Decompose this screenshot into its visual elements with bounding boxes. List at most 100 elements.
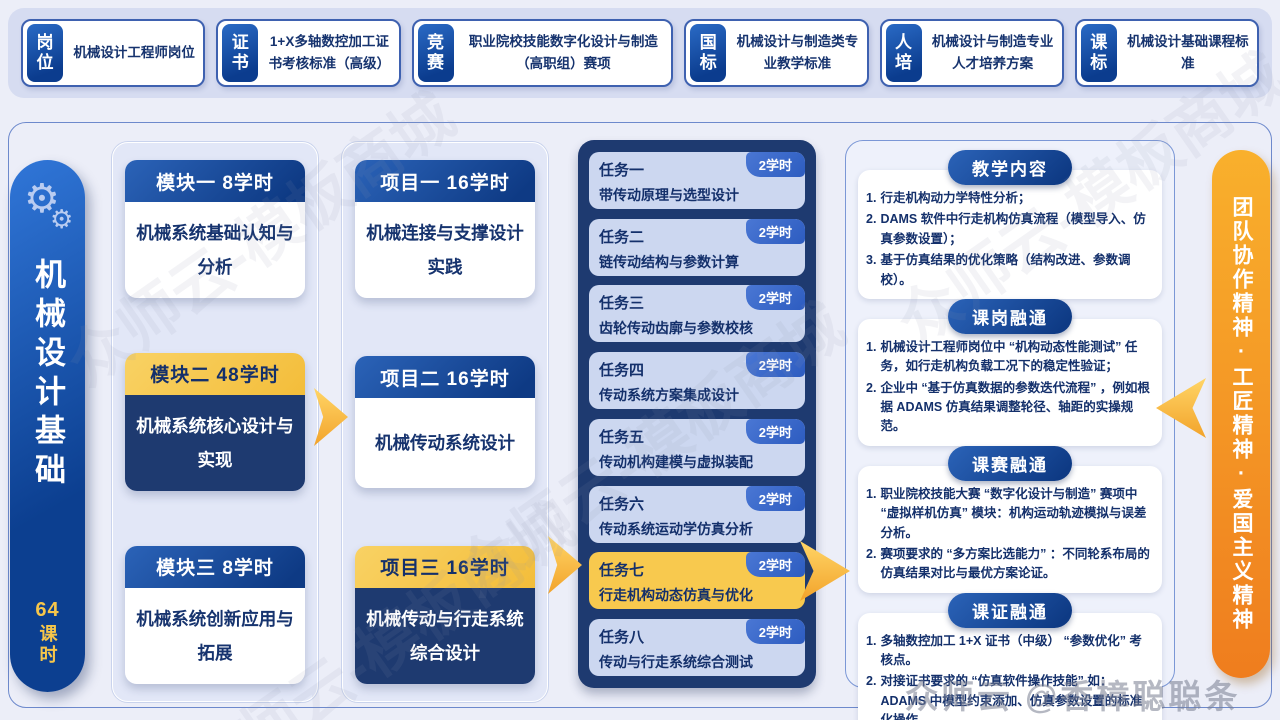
task-5-name: 任务五	[599, 428, 645, 446]
item-text: 基于仿真结果的优化策略（结构改进、参数调校）。	[880, 253, 1131, 287]
task-7-name: 任务七	[599, 562, 645, 580]
task-4-hours-badge: 2学时	[745, 352, 805, 378]
task-1-card: 2学时 任务一 带传动原理与选型设计	[589, 152, 805, 209]
gears-icon: ⚙ ⚙	[10, 177, 85, 244]
item-text: 行走机构动力学特性分析；	[880, 191, 1031, 205]
project-1-card: 项目一 16学时 机械连接与支撑设计实践	[355, 160, 535, 299]
project-1-header: 项目一 16学时	[355, 160, 535, 202]
module-2-header: 模块二 48学时	[125, 352, 305, 395]
module-2-card: 模块二 48学时 机械系统核心设计与实现	[125, 352, 305, 492]
course-hours-number: 64	[35, 599, 60, 621]
project-2-body: 机械传动系统设计	[355, 398, 535, 488]
certificate-tag: 证书	[222, 24, 259, 82]
task-8-hours-badge: 2学时	[745, 618, 805, 644]
course-standard-tag: 课标	[1080, 24, 1117, 82]
project-3-body: 机械传动与行走系统综合设计	[355, 587, 535, 684]
task-1-hours-badge: 2学时	[745, 152, 805, 177]
list-item: 1. 行走机构动力学特性分析；	[866, 189, 1154, 208]
task-2-hours-badge: 2学时	[745, 218, 805, 244]
source-standards-bar: 岗位 机械设计工程师岗位 证书 1+X多轴数控加工证书考核标准（高级） 竞赛 职…	[8, 8, 1272, 98]
post-tag: 岗位	[27, 24, 63, 82]
list-item: 2. 对接证书要求的 “仿真软件操作技能” 如：ADAMS 中模型约束添加、仿真…	[866, 672, 1154, 720]
item-number: 2.	[866, 546, 877, 561]
badge-course-standard: 课标 机械设计基础课程标准	[1074, 19, 1260, 87]
projects-column: 项目一 16学时 机械连接与支撑设计实践 项目二 16学时 机械传动系统设计 项…	[342, 142, 548, 702]
item-text: 机械设计工程师岗位中 “机构动态性能测试” 任务，如行走机构负载工况下的稳定性验…	[880, 339, 1138, 374]
course-title: 机械设计基础	[30, 258, 65, 492]
module-3-header: 模块三 8学时	[125, 545, 305, 588]
task-6-desc: 传动系统运动学仿真分析	[599, 520, 753, 537]
item-number: 2.	[866, 212, 877, 227]
badge-national-standard: 国标 机械设计与制造类专业教学标准	[684, 19, 869, 87]
section-teaching-content-title: 教学内容	[948, 150, 1072, 185]
project-2-card: 项目二 16学时 机械传动系统设计	[355, 356, 535, 488]
item-text: 多轴数控加工 1+X 证书（中级） “参数优化” 考核点。	[880, 633, 1142, 667]
spirit-text: 团队协作精神·工匠精神·爱国主义精神	[1230, 196, 1253, 632]
national-standard-text: 机械设计与制造类专业教学标准	[736, 34, 859, 71]
task-7-desc: 行走机构动态仿真与优化	[599, 587, 753, 604]
section-course-post-fusion: 课岗融通 1. 机械设计工程师岗位中 “机构动态性能测试” 任务，如行走机构负载…	[858, 298, 1162, 446]
module-1-card: 模块一 8学时 机械系统基础认知与分析	[125, 160, 305, 299]
task-3-card: 2学时 任务三 齿轮传动齿廓与参数校核	[589, 285, 805, 343]
module-3-card: 模块三 8学时 机械系统创新应用与拓展	[125, 545, 305, 684]
task-8-name: 任务八	[599, 628, 645, 646]
badge-post: 岗位 机械设计工程师岗位	[21, 19, 206, 87]
project-3-header: 项目三 16学时	[355, 545, 535, 588]
badge-talent-plan: 人培 机械设计与制造专业人才培养方案	[879, 19, 1064, 87]
list-item: 1. 机械设计工程师岗位中 “机构动态性能测试” 任务，如行走机构负载工况下的稳…	[866, 338, 1154, 377]
module-3-body: 机械系统创新应用与拓展	[125, 587, 305, 684]
section-course-competition-fusion: 课赛融通 1. 职业院校技能大赛 “数字化设计与制造” 赛项中 “虚拟样机仿真”…	[858, 445, 1162, 593]
item-number: 2.	[866, 380, 877, 395]
list-item: 2. 赛项要求的 “多方案比选能力” ：不同轮系布局的仿真结果对比与最优方案论证…	[866, 545, 1154, 584]
task-6-name: 任务六	[599, 495, 645, 513]
section-course-certificate-fusion: 课证融通 1. 多轴数控加工 1+X 证书（中级） “参数优化” 考核点。 2.…	[858, 592, 1162, 720]
section-course-certificate-fusion-title: 课证融通	[948, 592, 1072, 628]
task-7-hours-badge: 2学时	[745, 552, 805, 578]
course-hours: 64 课时	[35, 599, 61, 666]
item-text: 企业中 “基于仿真数据的参数迭代流程” ，例如根据 ADAMS 仿真结果调整轮径…	[880, 380, 1150, 434]
item-text: 职业院校技能大赛 “数字化设计与制造” 赛项中 “虚拟样机仿真” 模块：机构运动…	[880, 486, 1147, 540]
task-6-hours-badge: 2学时	[745, 485, 805, 511]
task-4-card: 2学时 任务四 传动系统方案集成设计	[589, 352, 805, 410]
section-course-competition-fusion-title: 课赛融通	[948, 445, 1072, 481]
task-3-name: 任务三	[599, 295, 645, 313]
task-8-desc: 传动与行走系统综合测试	[599, 653, 753, 670]
competition-text: 职业院校技能数字化设计与制造（高职组）赛项	[468, 34, 658, 71]
task-1-name: 任务一	[599, 162, 645, 179]
details-column: 教学内容 1. 行走机构动力学特性分析； 2. DAMS 软件中行走机构仿真流程…	[845, 140, 1175, 720]
task-4-desc: 传动系统方案集成设计	[599, 387, 739, 404]
item-number: 1.	[866, 339, 877, 354]
item-number: 1.	[866, 486, 877, 501]
section-teaching-content-card: 1. 行走机构动力学特性分析； 2. DAMS 软件中行走机构仿真流程（模型导入…	[858, 170, 1162, 299]
task-4-name: 任务四	[599, 362, 645, 380]
list-item: 2. DAMS 软件中行走机构仿真流程（模型导入、仿真参数设置）；	[866, 210, 1154, 249]
project-2-header: 项目二 16学时	[355, 356, 535, 398]
list-item: 1. 多轴数控加工 1+X 证书（中级） “参数优化” 考核点。	[866, 632, 1154, 671]
task-2-name: 任务二	[599, 228, 645, 246]
talent-plan-text: 机械设计与制造专业人才培养方案	[931, 34, 1054, 71]
item-text: 对接证书要求的 “仿真软件操作技能” 如：ADAMS 中模型约束添加、仿真参数设…	[880, 674, 1143, 720]
task-2-card: 2学时 任务二 链传动结构与参数计算	[589, 218, 805, 276]
item-number: 2.	[866, 674, 877, 689]
list-item: 1. 职业院校技能大赛 “数字化设计与制造” 赛项中 “虚拟样机仿真” 模块：机…	[866, 485, 1154, 543]
task-7-card: 2学时 任务七 行走机构动态仿真与优化	[589, 552, 805, 610]
task-1-desc: 带传动原理与选型设计	[599, 187, 739, 203]
course-standard-text: 机械设计基础课程标准	[1127, 34, 1249, 71]
module-1-body: 机械系统基础认知与分析	[125, 202, 305, 299]
talent-plan-tag: 人培	[885, 24, 922, 82]
task-5-desc: 传动机构建模与虚拟装配	[599, 453, 753, 470]
item-number: 1.	[866, 633, 877, 648]
task-5-hours-badge: 2学时	[745, 418, 805, 444]
post-text: 机械设计工程师岗位	[73, 45, 195, 61]
section-teaching-content: 教学内容 1. 行走机构动力学特性分析； 2. DAMS 软件中行走机构仿真流程…	[858, 150, 1162, 299]
item-number: 1.	[866, 191, 877, 205]
item-number: 3.	[866, 253, 877, 268]
section-course-certificate-fusion-card: 1. 多轴数控加工 1+X 证书（中级） “参数优化” 考核点。 2. 对接证书…	[858, 612, 1162, 720]
project-1-body: 机械连接与支撑设计实践	[355, 202, 535, 299]
list-item: 3. 基于仿真结果的优化策略（结构改进、参数调校）。	[866, 251, 1154, 290]
section-course-post-fusion-title: 课岗融通	[948, 298, 1072, 334]
modules-column: 模块一 8学时 机械系统基础认知与分析 模块二 48学时 机械系统核心设计与实现…	[112, 142, 318, 702]
section-course-competition-fusion-card: 1. 职业院校技能大赛 “数字化设计与制造” 赛项中 “虚拟样机仿真” 模块：机…	[858, 465, 1162, 593]
task-8-card: 2学时 任务八 传动与行走系统综合测试	[589, 618, 805, 676]
spirit-pill: 团队协作精神·工匠精神·爱国主义精神	[1212, 150, 1270, 678]
